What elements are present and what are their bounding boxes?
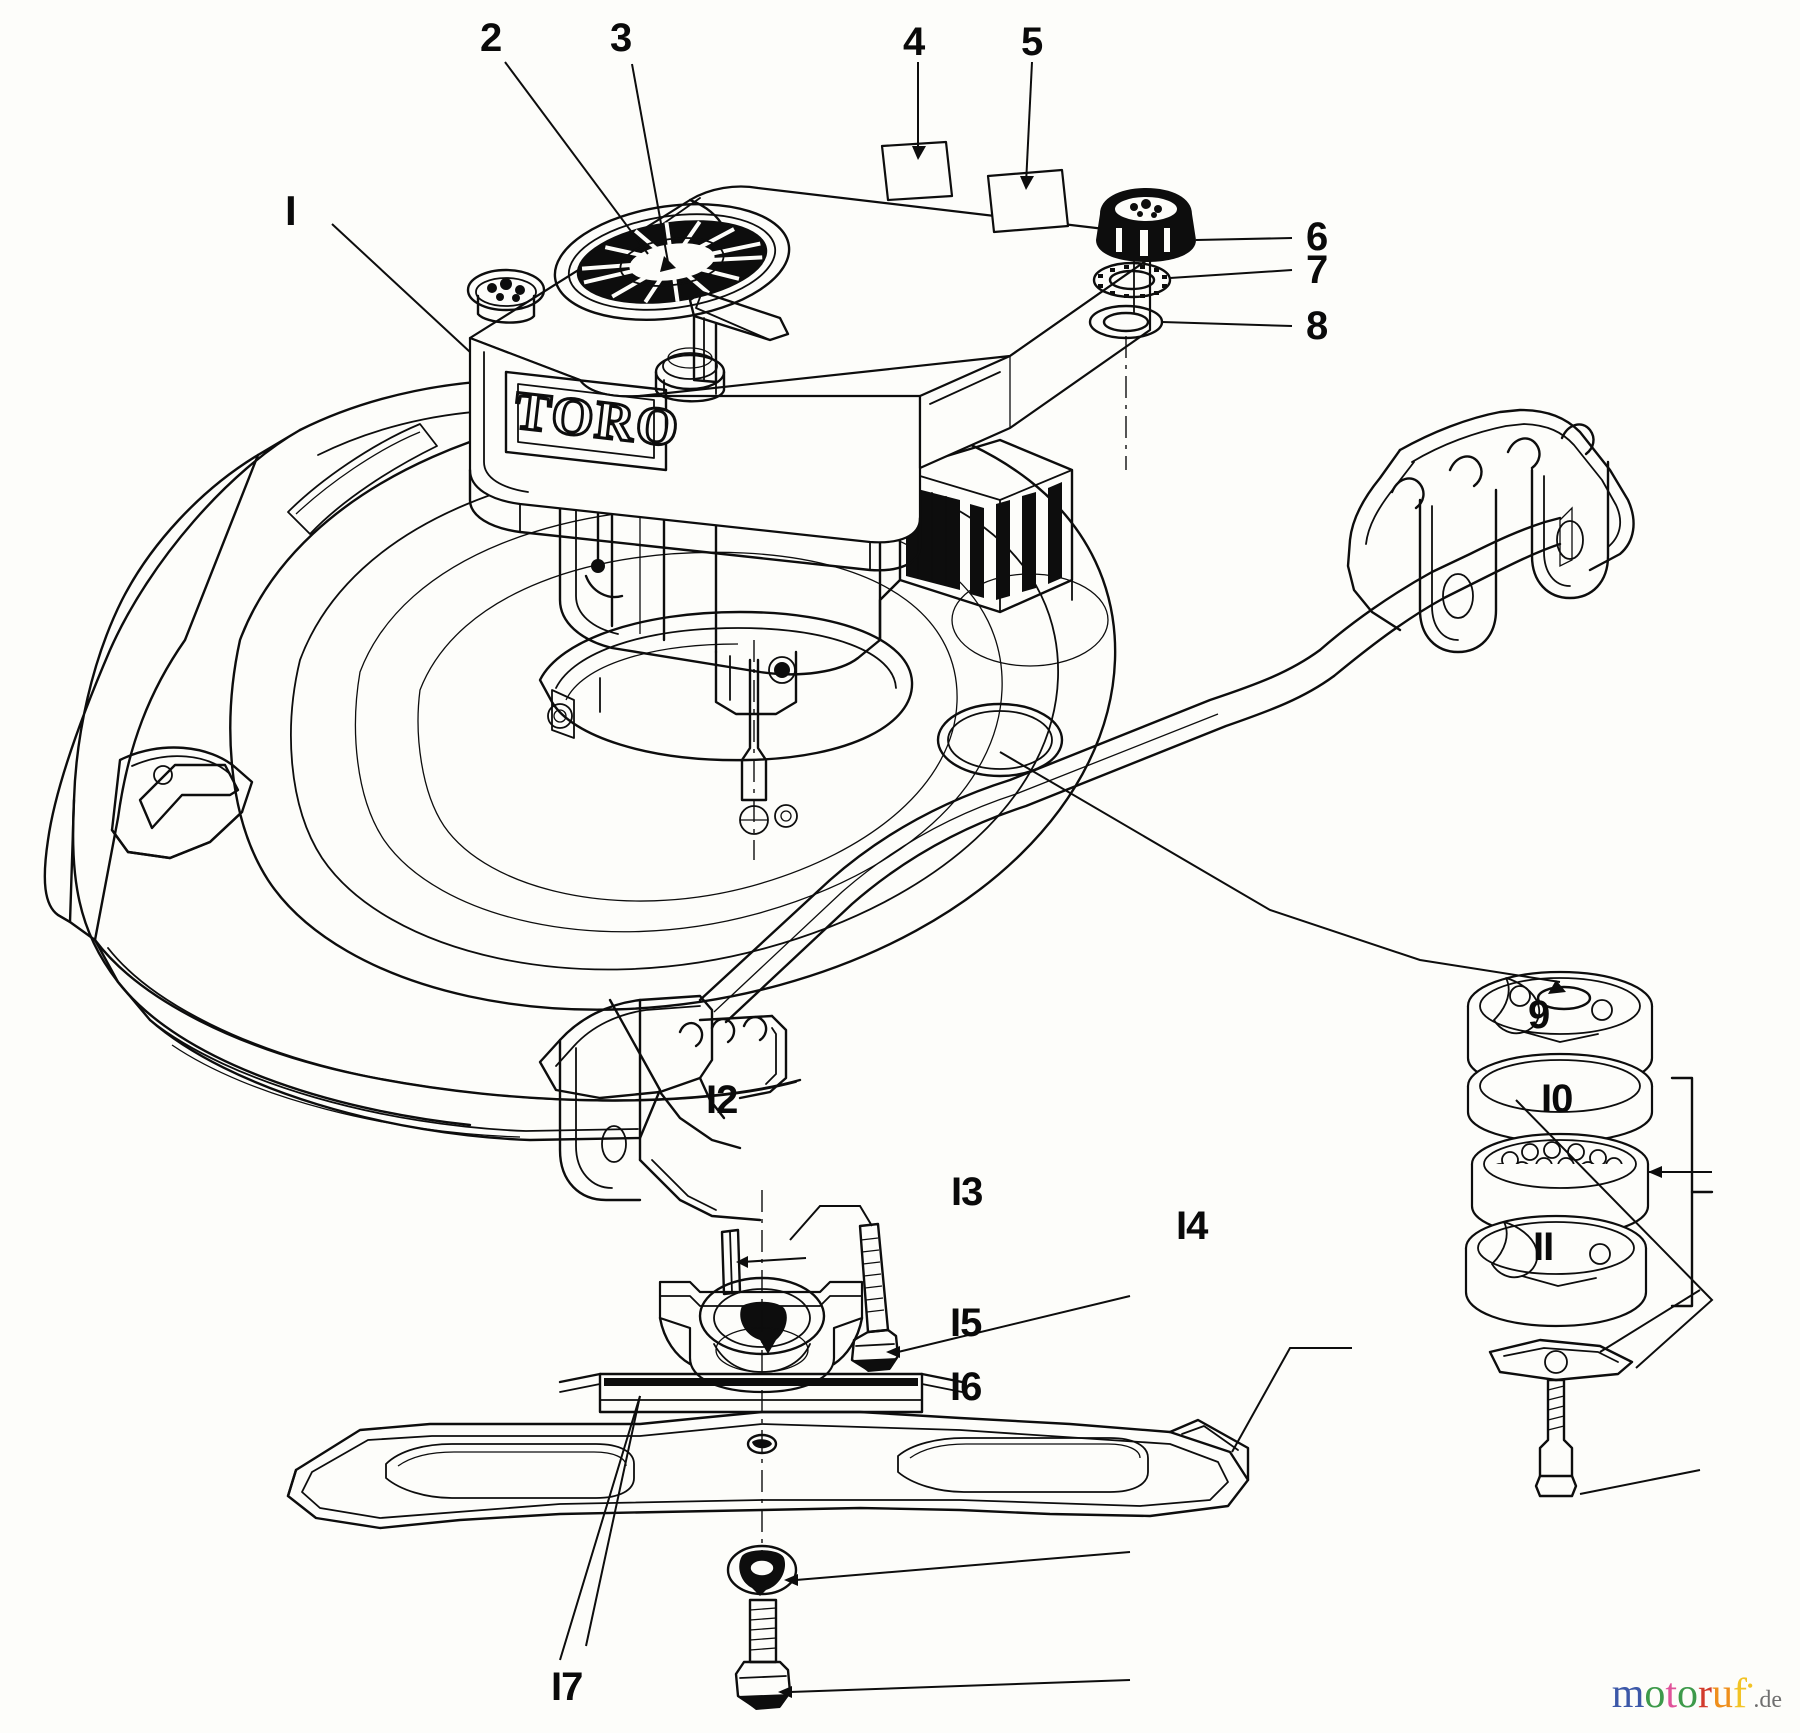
air-cleaner-assembly [999, 751, 1714, 1498]
callout-17: I7 [551, 1665, 583, 1709]
wm-letter-o1: o [1644, 1671, 1666, 1717]
wm-letter-f: f [1733, 1671, 1748, 1717]
callout-15: I5 [950, 1301, 982, 1345]
engine-cover-assembly [466, 185, 1155, 572]
callout-1: I [285, 187, 297, 234]
fuel-cap-stack [1088, 188, 1196, 470]
callout-7: 7 [1306, 248, 1328, 292]
callout-12: I2 [706, 1078, 738, 1122]
wm-letter-r: r [1698, 1671, 1713, 1717]
callout-3: 3 [610, 16, 632, 60]
callout-14: I4 [1176, 1204, 1208, 1248]
callout-4: 4 [903, 20, 925, 64]
wm-letter-o2: o [1677, 1671, 1699, 1717]
toro-badge-text: TORO [510, 378, 685, 459]
callout-13: I3 [951, 1170, 983, 1214]
callout-6: 6 [1306, 215, 1328, 259]
callout-8: 8 [1306, 304, 1328, 348]
motoruf-watermark: motoruf•.de [1612, 1673, 1782, 1715]
wm-letter-m: m [1611, 1671, 1645, 1717]
blade-assembly [286, 1190, 1250, 1710]
callout-16: I6 [950, 1365, 982, 1409]
callout-5: 5 [1021, 20, 1043, 64]
toro-badge: TORO [510, 374, 685, 470]
wm-tld: .de [1753, 1687, 1782, 1713]
wm-letter-u: u [1712, 1671, 1734, 1717]
wm-dot-icon: • [1747, 1676, 1754, 1696]
callout-2: 2 [480, 16, 502, 60]
wm-letter-t: t [1665, 1671, 1678, 1717]
callout-11: II [1533, 1225, 1554, 1269]
decals [880, 140, 1070, 234]
cylinder-cooling-fins [878, 438, 1074, 642]
callout-10: I0 [1541, 1077, 1573, 1121]
callout-9: 9 [1528, 993, 1550, 1037]
leader-lines [331, 61, 1714, 1698]
